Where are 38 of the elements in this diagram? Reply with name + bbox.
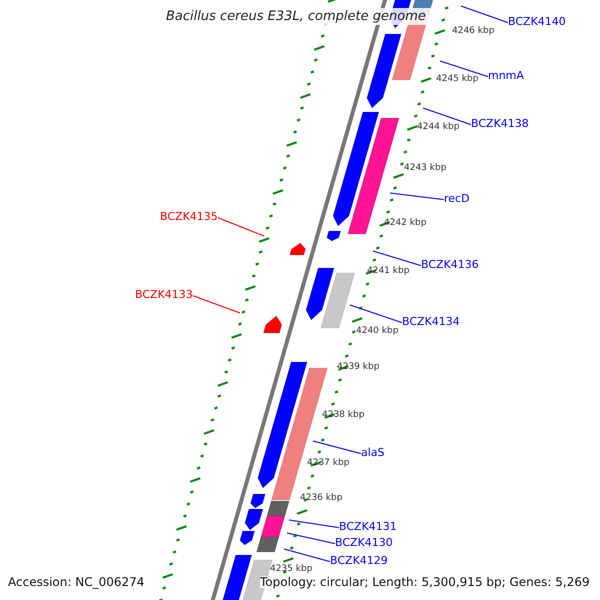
gene-label: recD: [444, 193, 470, 204]
leader-line: [217, 217, 264, 236]
gene-label: BCZK4135: [160, 211, 218, 222]
gene-label: BCZK4140: [508, 16, 566, 27]
accession-text: Accession: NC_006274: [8, 576, 144, 588]
gene-label: BCZK4136: [421, 259, 479, 270]
tick-label: 4243 kbp: [404, 164, 446, 173]
leader-line: [422, 108, 472, 126]
leader-line: [350, 304, 402, 324]
gene-label: mnmA: [488, 70, 524, 81]
gene-label: BCZK4133: [135, 289, 193, 300]
tick-label: 4242 kbp: [384, 219, 426, 228]
leader-line: [312, 440, 362, 454]
leader-line: [460, 6, 508, 24]
gene-label: BCZK4129: [330, 555, 388, 566]
genome-info-text: Topology: circular; Length: 5,300,915 bp; Genes: 5,269: [260, 576, 590, 588]
tick-label: 4245 kbp: [436, 75, 478, 84]
tick-label: 4239 kbp: [337, 363, 380, 372]
tick-label: 4238 kbp: [322, 411, 364, 420]
gene-label: BCZK4138: [471, 118, 529, 129]
tick-label: 4235 kbp: [270, 565, 312, 574]
leader-line: [390, 192, 444, 200]
gene-label: BCZK4130: [335, 537, 393, 548]
gene-label: BCZK4134: [402, 316, 460, 327]
gene-label: alaS: [361, 447, 385, 458]
tick-label: 4241 kbp: [367, 267, 410, 276]
tick-label: 4236 kbp: [300, 494, 342, 503]
leader-line: [288, 520, 340, 528]
leader-line: [192, 295, 240, 314]
leader-line: [284, 548, 330, 562]
leader-line: [286, 532, 336, 544]
leader-line: [372, 250, 422, 266]
leader-line: [440, 60, 488, 78]
tick-label: 4244 kbp: [417, 123, 460, 132]
tick-label: 4237 kbp: [307, 459, 350, 468]
tick-label: 4246 kbp: [452, 27, 494, 36]
gene-label: BCZK4131: [339, 521, 397, 532]
tick-label: 4240 kbp: [356, 327, 398, 336]
